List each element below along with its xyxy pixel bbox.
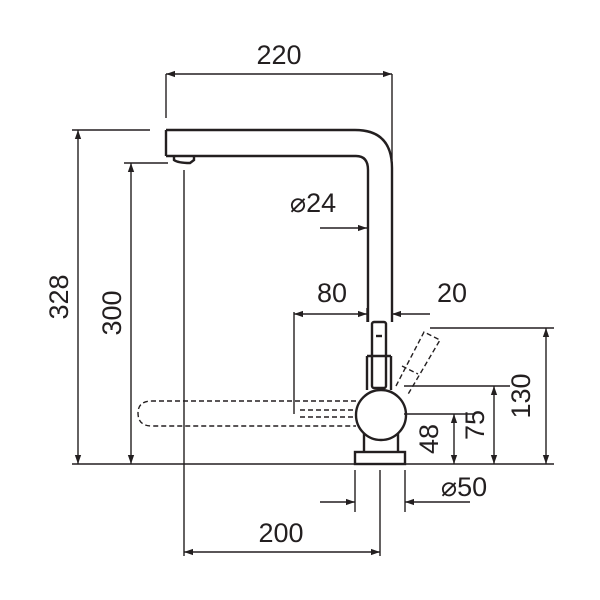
label-handle-tilt: 20 [437, 278, 467, 308]
dimension-labels: 220 328 300 ⌀24 80 20 130 75 48 ⌀50 200 [44, 40, 536, 548]
label-handle-height: 130 [506, 373, 536, 418]
body-ball [354, 388, 408, 442]
dimension-lines [74, 70, 550, 556]
label-lever-height: 75 [460, 410, 490, 440]
label-handle-offset: 80 [317, 278, 347, 308]
label-spout-reach: 220 [256, 40, 301, 70]
faucet-outline [164, 128, 408, 466]
label-outlet-height: 300 [97, 290, 127, 335]
spout-outer [166, 128, 394, 322]
aerator [172, 156, 196, 165]
label-spout-diameter: ⌀24 [290, 188, 336, 218]
extension-lines [72, 74, 554, 556]
label-body-height: 48 [414, 424, 444, 454]
label-base-to-outlet: 200 [258, 518, 303, 548]
spout-inner [166, 154, 370, 322]
label-total-height: 328 [44, 274, 74, 319]
label-base-diameter: ⌀50 [441, 472, 487, 502]
spout-pulled-out [137, 400, 356, 427]
base-plate [353, 450, 407, 466]
alternate-positions [137, 331, 441, 427]
